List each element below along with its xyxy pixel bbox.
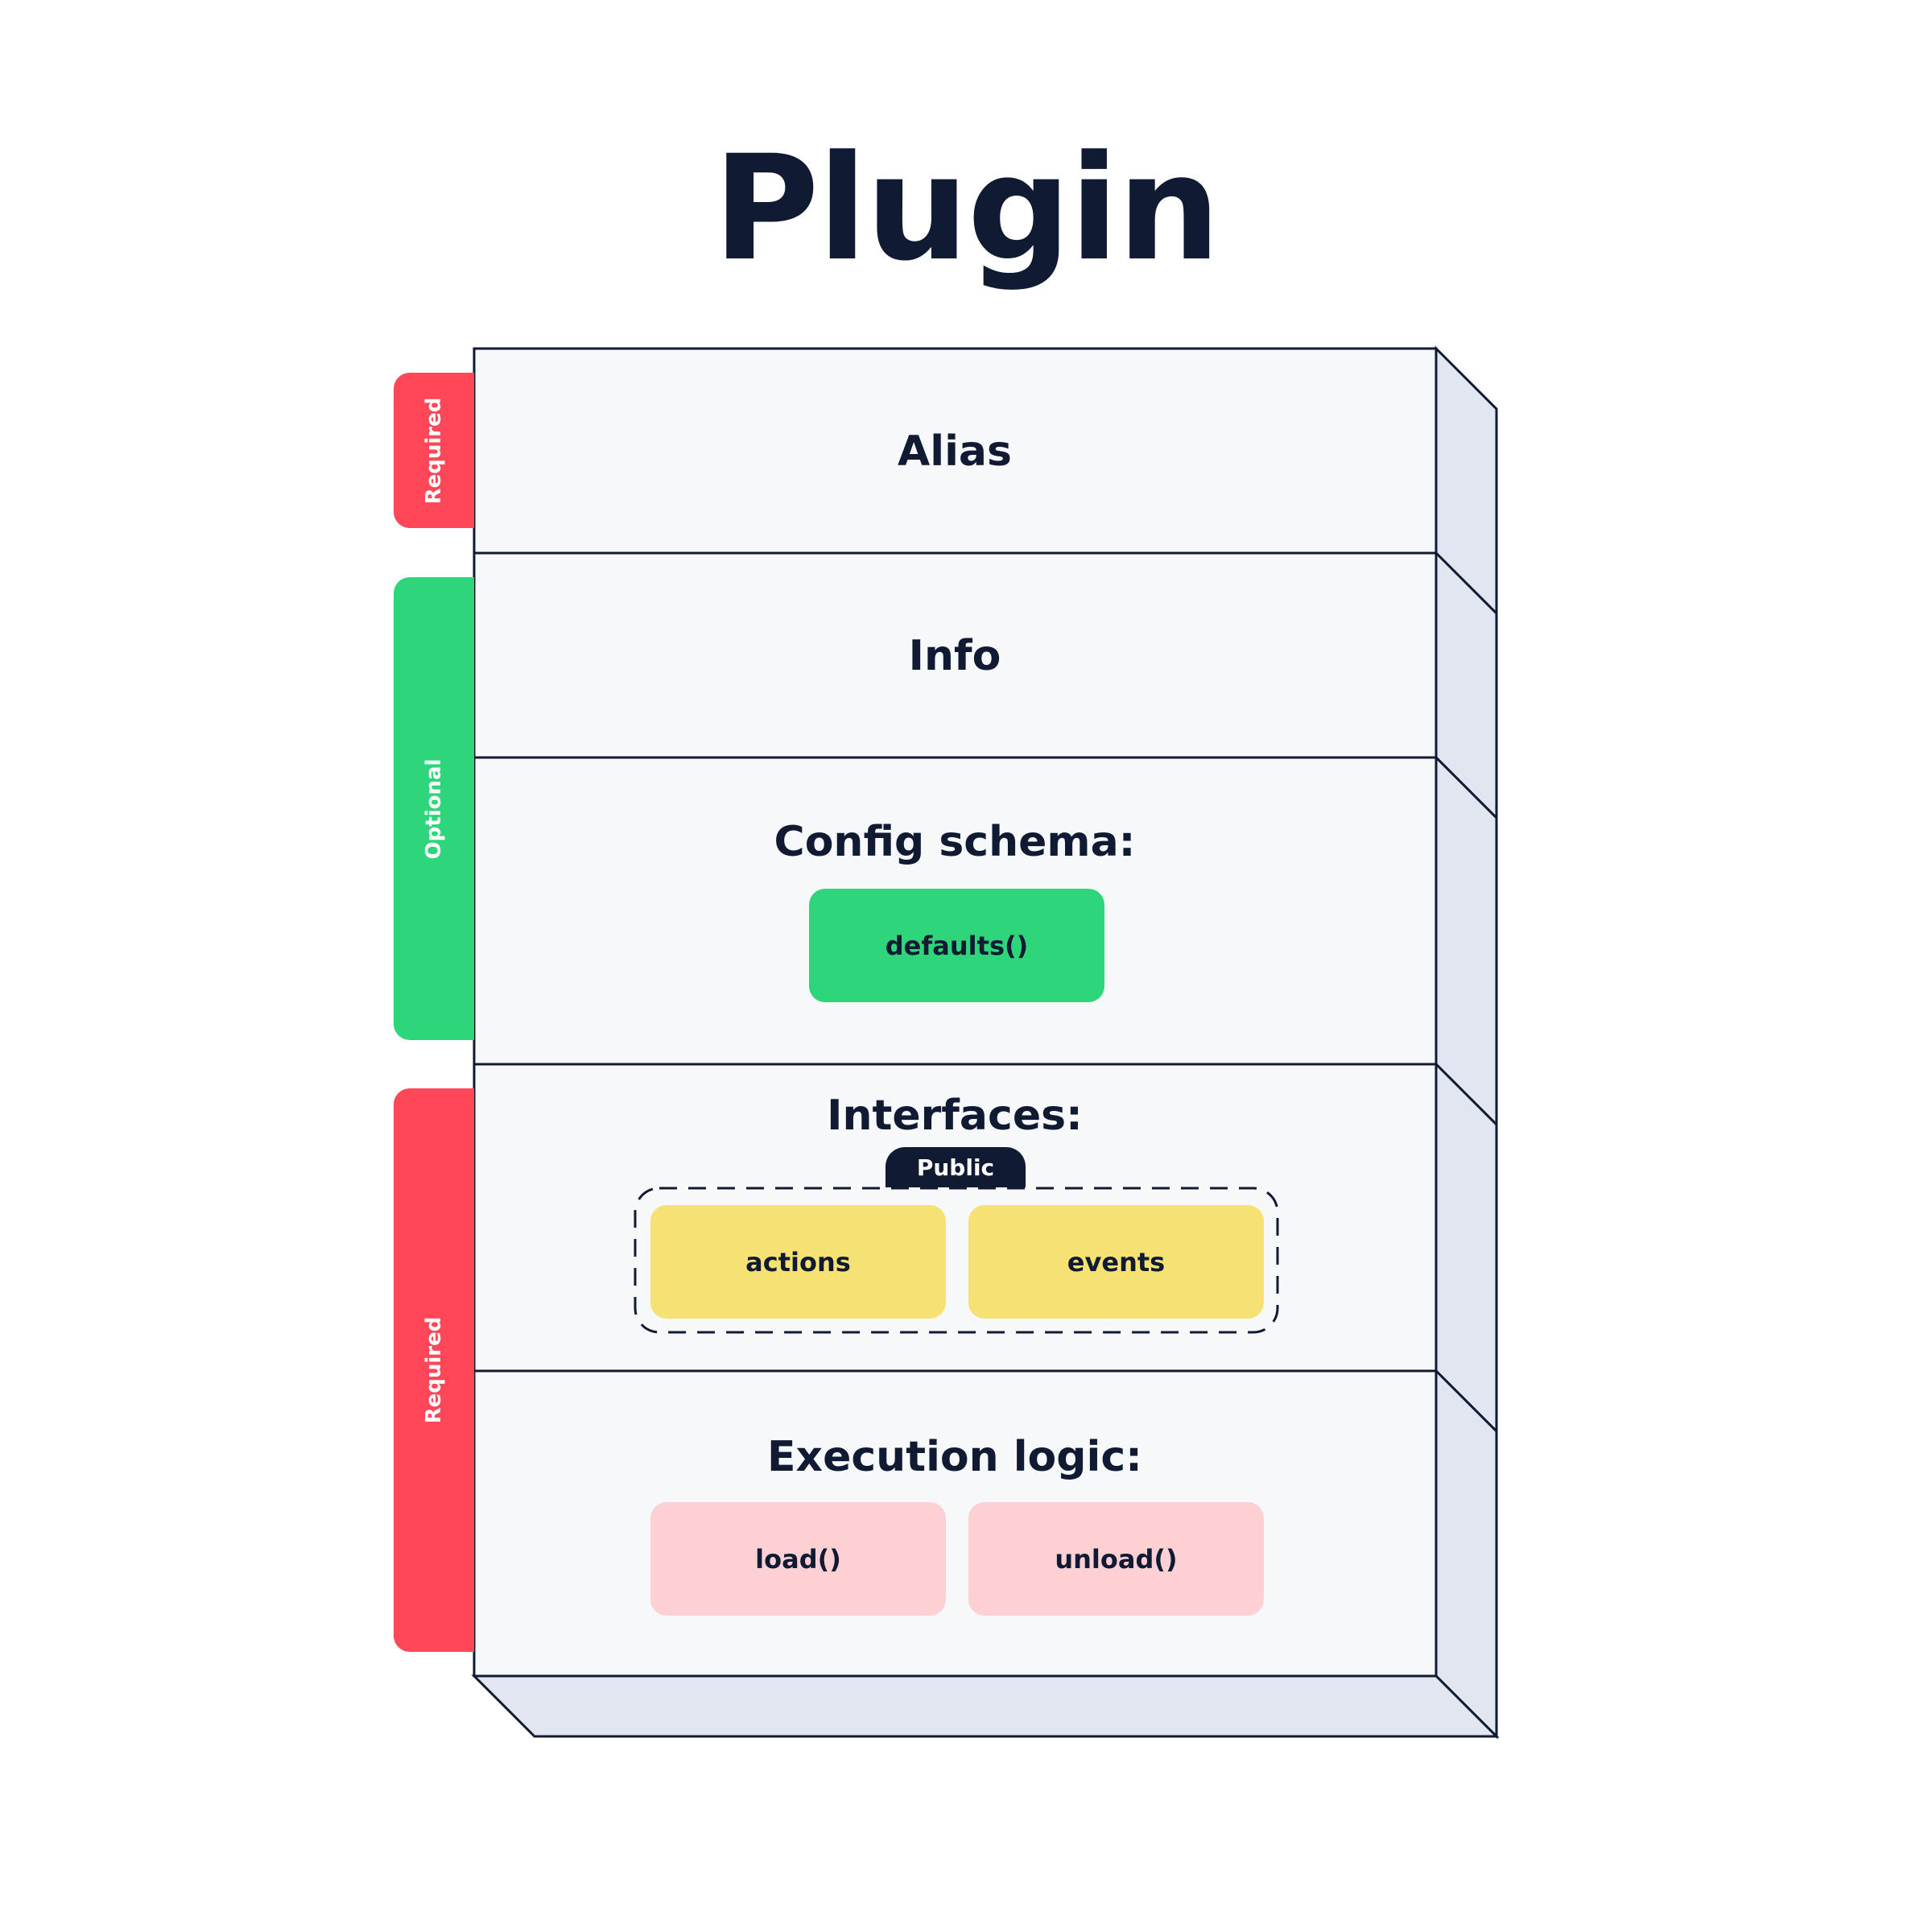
- side-face-execution: [1435, 1368, 1498, 1740]
- optional-label: Optional: [422, 758, 446, 859]
- page-title: Plugin: [712, 125, 1220, 293]
- optional-tab: Optional: [394, 577, 474, 1040]
- required-label-top: Required: [422, 397, 446, 504]
- config-schema-title: Config schema:: [774, 818, 1136, 866]
- required-tab-top: Required: [394, 373, 474, 528]
- load-chip: load(): [650, 1502, 946, 1616]
- defaults-chip: defaults(): [809, 889, 1104, 1002]
- side-face-config: [1435, 754, 1498, 1128]
- actions-chip: actions: [650, 1205, 946, 1319]
- public-tab: Public: [886, 1147, 1026, 1187]
- required-label-bottom: Required: [422, 1316, 446, 1424]
- events-chip: events: [968, 1205, 1264, 1319]
- bottom-face: [471, 1674, 1500, 1738]
- required-tab-bottom: Required: [394, 1088, 474, 1652]
- alias-title: Alias: [898, 427, 1012, 476]
- interfaces-title: Interfaces:: [827, 1092, 1083, 1140]
- public-group-border: [634, 1187, 1279, 1334]
- panel-alias: [473, 347, 1438, 555]
- panel-execution: [473, 1369, 1438, 1678]
- info-title: Info: [908, 632, 1001, 680]
- unload-chip: unload(): [968, 1502, 1264, 1616]
- execution-logic-title: Execution logic:: [767, 1433, 1142, 1481]
- side-face-interfaces: [1435, 1061, 1498, 1435]
